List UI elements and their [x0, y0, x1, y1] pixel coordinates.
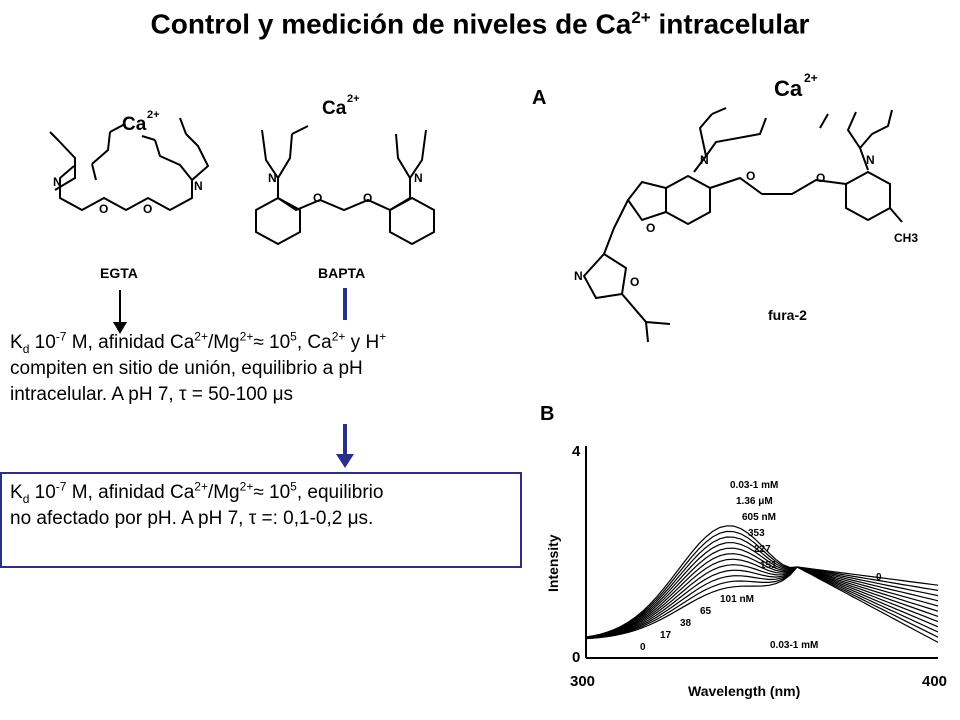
series-annotation: 17 [660, 630, 672, 641]
x-tick-label: 400 [922, 673, 947, 690]
emission-series-line [585, 553, 939, 639]
y-axis-label: Intensity [545, 534, 561, 592]
emission-series-line [585, 566, 939, 640]
svg-text:Ca: Ca [774, 76, 803, 101]
svg-text:N: N [53, 175, 62, 189]
bapta-box [0, 472, 522, 568]
bapta-description: Kd 10-7 M, afinidad Ca2+/Mg2+≈ 105, equi… [10, 479, 384, 529]
fura2-label: fura-2 [768, 307, 807, 323]
svg-text:Ca: Ca [322, 98, 347, 119]
emission-series-line [585, 547, 939, 639]
svg-text:O: O [816, 171, 825, 185]
series-annotation: 605 nM [742, 512, 776, 523]
svg-text:O: O [313, 191, 322, 205]
series-annotation: 0.03-1 mM [730, 480, 778, 491]
svg-text:N: N [414, 171, 423, 185]
svg-text:CH3: CH3 [894, 231, 918, 245]
bapta-divider [343, 288, 347, 320]
egta-description: Kd 10-7 M, afinidad Ca2+/Mg2+≈ 105, Ca2+… [10, 329, 387, 405]
series-annotation: 0 [640, 642, 646, 653]
series-annotation: 65 [700, 606, 712, 617]
egta-arrowhead [113, 322, 127, 334]
svg-text:O: O [363, 191, 372, 205]
down-arrow-shaft [343, 424, 347, 456]
svg-text:O: O [646, 221, 655, 235]
svg-text:O: O [746, 169, 755, 183]
y-tick-label: 0 [572, 649, 580, 666]
emission-series-line [585, 525, 939, 643]
svg-text:N: N [268, 171, 277, 185]
egta-bapta-structures: Ca 2+ Ca 2+ N N O O N N O O EGTA BAPTA [49, 93, 435, 281]
emission-series-line [585, 536, 939, 638]
series-annotation: 0 [876, 572, 882, 583]
svg-text:N: N [700, 153, 709, 167]
series-annotation: 101 nM [720, 594, 754, 605]
emission-series-line [585, 566, 939, 639]
svg-text:O: O [99, 202, 108, 216]
svg-text:Ca: Ca [122, 114, 147, 135]
x-tick-label: 300 [570, 673, 595, 690]
fura2-structure: Ca 2+ A N N O O O N O CH3 fura-2 [532, 72, 918, 343]
emission-series-line [585, 566, 939, 639]
series-annotation: 353 [748, 528, 765, 539]
series-annotation: 151 [760, 560, 777, 571]
emission-series-line [585, 564, 939, 639]
y-tick-label: 4 [572, 443, 581, 460]
series-annotation: 227 [754, 544, 771, 555]
down-arrow-head [336, 454, 354, 468]
page-title: Control y medición de niveles de Ca2+ in… [150, 8, 810, 40]
series-annotation: 38 [680, 618, 692, 629]
svg-text:N: N [866, 153, 875, 167]
egta-arrow [119, 290, 121, 326]
svg-text:O: O [630, 275, 639, 289]
series-annotation: 0.03-1 mM [770, 640, 818, 651]
svg-text:N: N [574, 269, 583, 283]
svg-text:N: N [194, 179, 203, 193]
emission-series-line [585, 530, 939, 638]
series-annotation: 1.36 μM [736, 496, 773, 507]
emission-series-line [585, 558, 939, 639]
fura2-emission-chart: B 4 0 300 400 Wavelength (nm) Intensity … [540, 403, 947, 699]
svg-text:O: O [143, 202, 152, 216]
panel-a-label: A [532, 87, 546, 109]
emission-series-line [585, 542, 939, 638]
svg-text:2+: 2+ [804, 72, 818, 85]
svg-text:2+: 2+ [147, 109, 160, 121]
emission-series-line [585, 566, 939, 640]
bapta-label: BAPTA [318, 265, 365, 281]
x-axis-label: Wavelength (nm) [688, 683, 800, 699]
svg-text:2+: 2+ [347, 93, 360, 105]
panel-b-label: B [540, 403, 554, 425]
egta-label: EGTA [100, 265, 138, 281]
